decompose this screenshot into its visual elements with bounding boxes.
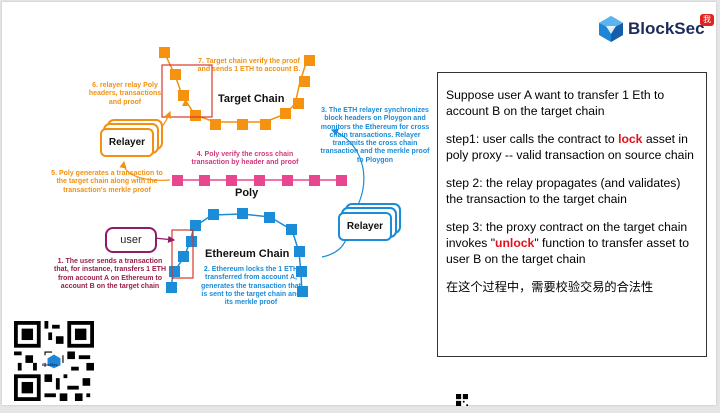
blocksec-logo-icon — [599, 16, 623, 42]
lock-keyword: lock — [618, 132, 643, 146]
arrow-relayer-to-target — [151, 110, 172, 135]
step2-paragraph: step 2: the relay propagates (and valida… — [446, 176, 681, 206]
arrow-relayer-to-poly — [330, 128, 365, 208]
target-chain-blocks — [159, 47, 315, 130]
arrow-user-to-eth — [153, 235, 176, 243]
poly-title: Poly — [235, 187, 259, 199]
step-6-label: 6. relayer relay Poly headers, transacti… — [88, 82, 162, 106]
arrow-poly-to-relayer — [119, 160, 171, 181]
step-4-label: 4. Poly verify the cross chain transacti… — [191, 151, 299, 167]
user-box: user — [105, 227, 157, 253]
qr-code-icon[interactable] — [14, 321, 94, 401]
ethereum-chain-blocks — [166, 208, 308, 297]
step-1-label: 1. The user sends a transaction that, fo… — [53, 258, 167, 290]
target-chain-title: Target Chain — [218, 93, 285, 105]
small-qr-icon[interactable] — [456, 394, 468, 406]
step-5-label: 5. Poly generates a transaction to the t… — [51, 170, 163, 194]
explanation-textbox: Suppose user A want to transfer 1 Eth to… — [437, 72, 707, 357]
step3-paragraph: step 3: the proxy contract on the target… — [446, 220, 690, 266]
step-3-label: 3. The ETH relayer synchronizes block he… — [320, 107, 430, 164]
ethereum-chain-title: Ethereum Chain — [205, 248, 290, 260]
brand-name: BlockSec — [628, 19, 705, 38]
step-7-label: 7. Target chain verify the proof and sen… — [197, 58, 301, 74]
chinese-note: 在这个过程中，需要校验交易的合法性 — [446, 280, 654, 294]
slide: BlockSec 我 — [2, 2, 716, 406]
step-2-label: 2. Ethereum locks the 1 ETH transferred … — [201, 266, 301, 307]
unlock-keyword: unlock — [495, 236, 535, 250]
translate-badge[interactable]: 我 — [700, 14, 714, 26]
step1-paragraph: step1: user calls the contract to lock a… — [446, 132, 694, 162]
qr-caption: BlockSec — [42, 363, 58, 367]
relayer-box-eth: Relayer — [338, 212, 392, 241]
poly-chain-blocks — [172, 175, 347, 186]
relayer-box-target: Relayer — [100, 128, 154, 157]
intro-paragraph: Suppose user A want to transfer 1 Eth to… — [446, 88, 665, 118]
